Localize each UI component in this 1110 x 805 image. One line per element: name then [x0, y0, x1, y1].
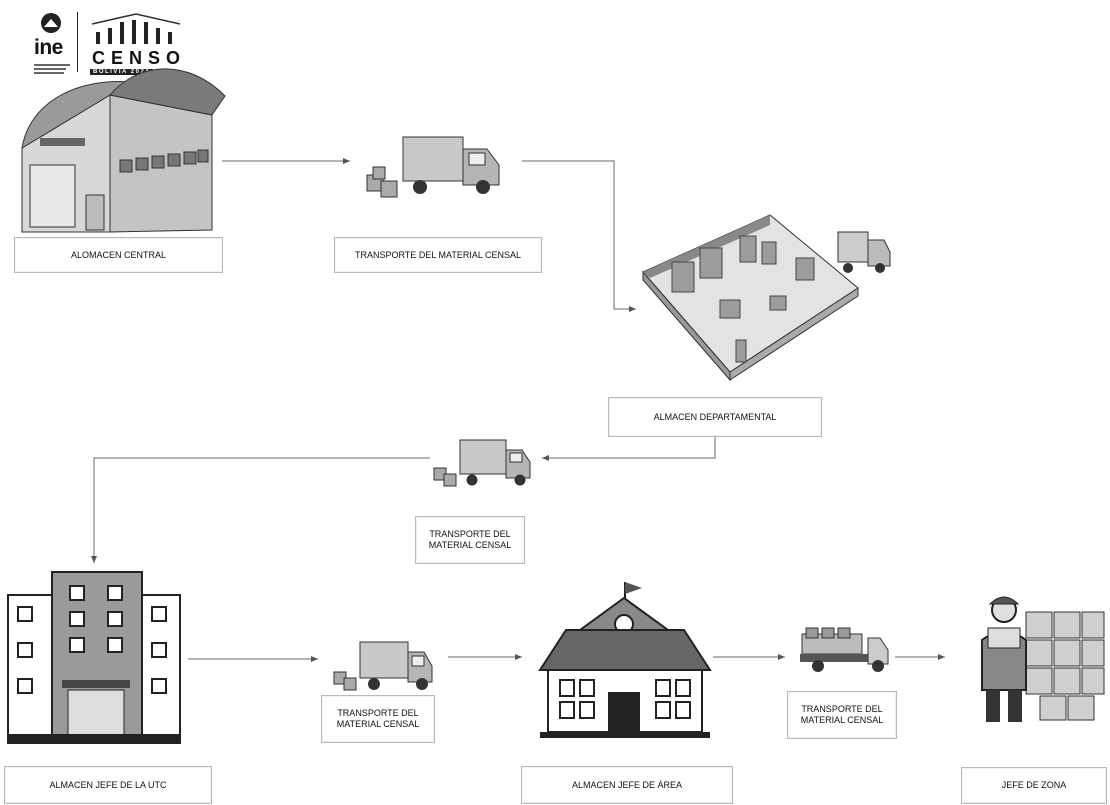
connector-departamental-to-transport: [542, 436, 716, 461]
node-almacen-utc: ALMACEN JEFE DE LA UTC: [4, 766, 212, 804]
node-transporte-2-label-line1: TRANSPORTE DEL: [429, 529, 511, 539]
ine-logo-text: ine: [34, 36, 63, 59]
node-almacen-central: ALOMACEN CENTRAL: [14, 237, 223, 273]
truck-icon: [366, 136, 500, 198]
ine-logo-mark-icon: [41, 13, 61, 33]
node-jefe-zona-label: JEFE DE ZONA: [1001, 780, 1067, 790]
node-almacen-utc-label: ALMACEN JEFE DE LA UTC: [49, 779, 167, 790]
node-transporte-3-label-line1: TRANSPORTE DEL: [337, 708, 419, 718]
office-building-icon: [7, 571, 181, 744]
warehouse-icon: [21, 68, 226, 233]
node-almacen-central-label: ALOMACEN CENTRAL: [70, 249, 167, 260]
node-transporte-4-label-line1: TRANSPORTE DEL: [801, 704, 883, 714]
censo-logo-year: BOLIVIA 2024: [90, 69, 154, 75]
connector-transport-to-utc: [91, 457, 430, 563]
ine-logo: ine: [30, 10, 85, 80]
node-transporte-1-label: TRANSPORTE DEL MATERIAL CENSAL: [354, 249, 522, 260]
censo-logo-text: CENSO: [92, 48, 187, 68]
node-transporte-2: TRANSPORTE DEL MATERIAL CENSAL: [415, 516, 525, 564]
truck-icon: [433, 439, 531, 487]
ine-logo-subtext: [34, 62, 72, 76]
node-transporte-4-label-line2: MATERIAL CENSAL: [800, 715, 884, 725]
logo-divider: [77, 12, 78, 72]
node-transporte-3: TRANSPORTE DEL MATERIAL CENSAL: [321, 695, 435, 743]
node-transporte-2-label-line2: MATERIAL CENSAL: [428, 540, 512, 550]
node-almacen-area: ALMACEN JEFE DE ÁREA: [521, 766, 733, 804]
node-almacen-area-label: ALMACEN JEFE DE ÁREA: [571, 779, 683, 790]
school-building-icon: [538, 582, 712, 738]
node-transporte-3-label-line2: MATERIAL CENSAL: [336, 719, 420, 729]
censo-logo-mark-icon: [91, 13, 181, 44]
storeroom-icon: [642, 214, 891, 382]
node-almacen-departamental: ALMACEN DEPARTAMENTAL: [608, 397, 822, 437]
truck-icon: [333, 641, 433, 691]
delivery-worker-icon: [981, 596, 1105, 722]
node-jefe-zona: JEFE DE ZONA: [961, 767, 1107, 804]
censo-logo: CENSO BOLIVIA 2024: [86, 10, 186, 80]
node-transporte-1: TRANSPORTE DEL MATERIAL CENSAL: [334, 237, 542, 273]
connector-transport-to-departamental: [522, 160, 636, 312]
truck-icon: [800, 627, 889, 672]
node-almacen-departamental-label: ALMACEN DEPARTAMENTAL: [653, 411, 777, 422]
node-transporte-4: TRANSPORTE DEL MATERIAL CENSAL: [787, 691, 897, 739]
